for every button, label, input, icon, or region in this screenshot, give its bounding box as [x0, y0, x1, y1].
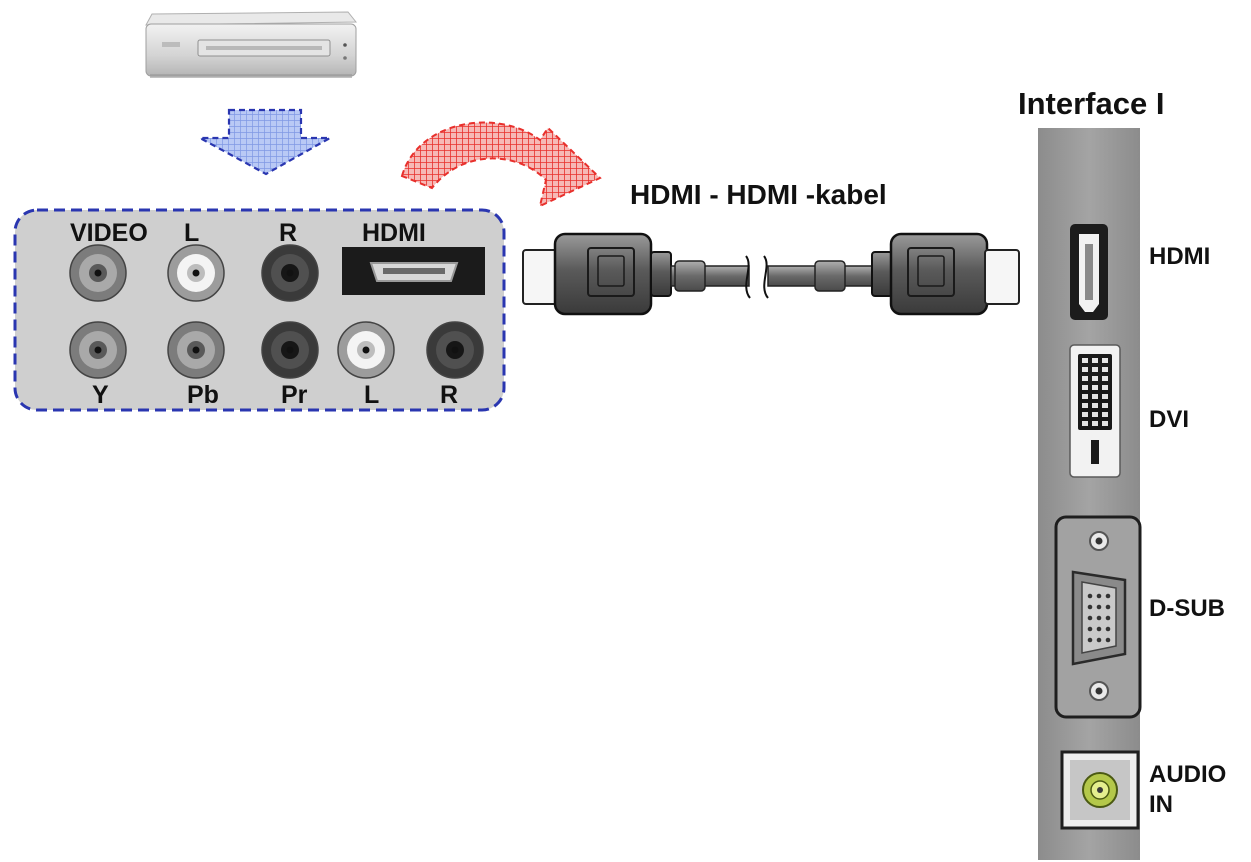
- rca-jack-icon: [69, 244, 127, 302]
- down-arrow-icon: [199, 108, 335, 176]
- monitor-dvi-port-icon: [1069, 344, 1121, 478]
- rca-jack-icon: [167, 321, 225, 379]
- rca-jack-icon: [261, 244, 319, 302]
- hdmi-label-source: HDMI: [362, 219, 426, 247]
- pb-label: Pb: [187, 381, 219, 409]
- rca-jack-icon: [69, 321, 127, 379]
- monitor-dsub-port-icon: [1054, 515, 1142, 719]
- cable-label: HDMI - HDMI -kabel: [630, 179, 887, 210]
- monitor-hdmi-port-icon: [1070, 224, 1108, 320]
- monitor-dsub-label: D-SUB: [1149, 595, 1225, 622]
- hdmi-cable-icon: [522, 232, 1020, 316]
- audio-r-label-bottom: R: [440, 381, 459, 409]
- rca-jack-icon: [337, 321, 395, 379]
- audio-l-label-bottom: L: [364, 381, 380, 409]
- monitor-connector-panel: [1038, 128, 1142, 860]
- monitor-audio-in-port-icon: [1060, 750, 1140, 830]
- audio-l-label-top: L: [184, 219, 200, 247]
- rca-jack-icon: [167, 244, 225, 302]
- diagram-title: Interface I: [1018, 86, 1165, 121]
- y-label: Y: [92, 381, 109, 409]
- rca-jack-icon: [426, 321, 484, 379]
- curved-arrow-icon: [400, 121, 602, 208]
- audio-r-label-top: R: [279, 219, 298, 247]
- dvd-player-icon: [145, 11, 358, 78]
- monitor-hdmi-label: HDMI: [1149, 243, 1211, 270]
- video-label: VIDEO: [70, 219, 148, 247]
- monitor-audio-in-label: AUDIO IN: [1149, 761, 1227, 818]
- monitor-dvi-label: DVI: [1149, 406, 1190, 433]
- rca-jack-icon: [261, 321, 319, 379]
- rca-jacks: [69, 244, 484, 379]
- pr-label: Pr: [281, 381, 308, 409]
